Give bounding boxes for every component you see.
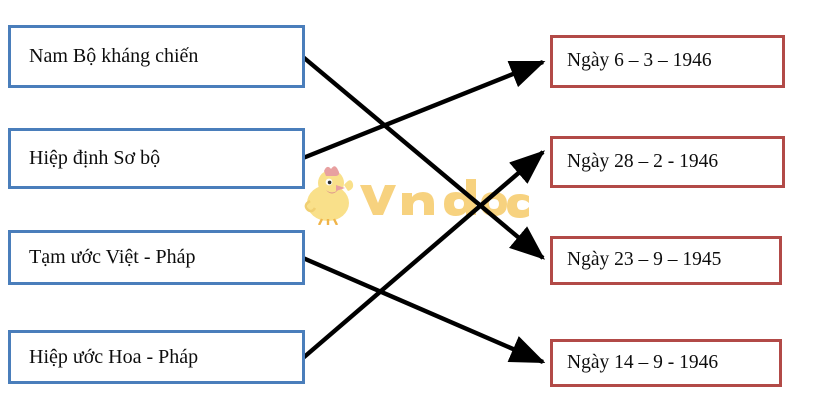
date-box-1[interactable]: Ngày 6 – 3 – 1946 [550,35,785,88]
date-label-2: Ngày 28 – 2 - 1946 [567,150,719,172]
event-box-1[interactable]: Nam Bộ kháng chiến [8,25,305,88]
vndoc-wordmark [360,179,529,218]
connector-event3-to-date4 [302,255,546,365]
connector-event2-to-date1 [302,59,546,161]
date-label-4: Ngày 14 – 9 - 1946 [567,351,719,373]
event-label-1: Nam Bộ kháng chiến [29,45,199,67]
event-box-2[interactable]: Hiệp định Sơ bộ [8,128,305,189]
event-box-3[interactable]: Tạm ước Việt - Pháp [8,230,305,285]
event-label-4: Hiệp ước Hoa - Pháp [29,345,199,368]
event-box-4[interactable]: Hiệp ước Hoa - Pháp [8,330,305,384]
date-box-2[interactable]: Ngày 28 – 2 - 1946 [550,136,785,188]
chick-icon [304,166,354,226]
date-label-3: Ngày 23 – 9 – 1945 [567,249,722,271]
connector-event1-to-date3 [301,55,546,260]
date-label-1: Ngày 6 – 3 – 1946 [567,50,712,72]
date-box-3[interactable]: Ngày 23 – 9 – 1945 [550,236,782,285]
connector-event4-to-date2 [301,150,546,360]
event-label-3: Tạm ước Việt - Pháp [29,246,196,268]
event-label-2: Hiệp định Sơ bộ [29,147,161,169]
date-box-4[interactable]: Ngày 14 – 9 - 1946 [550,339,782,387]
vndoc-watermark [298,163,533,226]
